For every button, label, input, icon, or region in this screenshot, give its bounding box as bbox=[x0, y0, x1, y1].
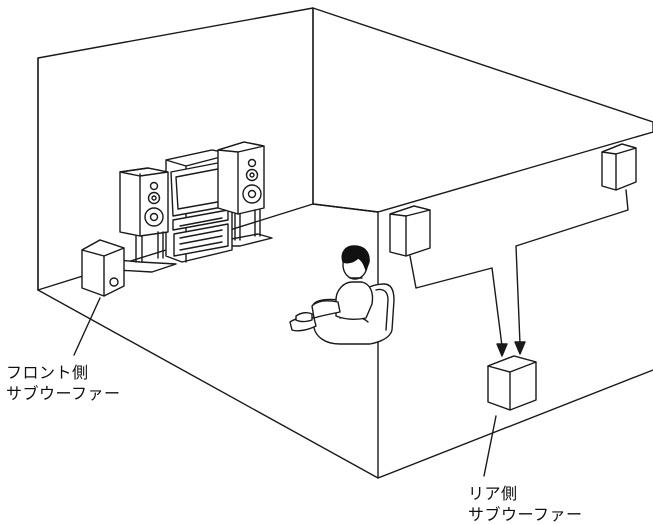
listener-hair bbox=[341, 245, 370, 271]
front-subwoofer bbox=[73, 239, 125, 356]
left-speaker-floor-plate bbox=[115, 259, 177, 273]
right-main-speaker bbox=[217, 141, 265, 241]
av-system bbox=[115, 141, 273, 273]
front-subwoofer-label-line2: サブウーファー bbox=[6, 384, 121, 403]
right-speaker-floor-plate bbox=[225, 233, 273, 247]
arrow-head-2 bbox=[514, 341, 526, 355]
front-subwoofer-label-line1: フロント側 bbox=[6, 363, 89, 382]
rear-surround-speaker-left bbox=[389, 205, 431, 257]
front-subwoofer-leader-line bbox=[73, 297, 101, 356]
rear-subwoofer-leader-line bbox=[483, 415, 497, 477]
left-main-speaker bbox=[119, 167, 169, 263]
rear-surround-speaker-right bbox=[601, 143, 637, 191]
rear-subwoofer-label-line1: リア側 bbox=[468, 484, 518, 503]
right-wall bbox=[312, 7, 653, 213]
wire-from-far-speaker bbox=[515, 189, 629, 345]
rear-subwoofer bbox=[483, 355, 537, 477]
room-outline bbox=[37, 7, 653, 479]
listener bbox=[289, 245, 395, 345]
rear-subwoofer-label: リア側 サブウーファー bbox=[468, 483, 583, 525]
arrow-head-1 bbox=[496, 343, 508, 357]
wire-from-near-speaker bbox=[409, 255, 503, 347]
front-subwoofer-label: フロント側 サブウーファー bbox=[6, 362, 121, 404]
rear-subwoofer-label-line2: サブウーファー bbox=[468, 505, 583, 524]
wiring bbox=[409, 189, 629, 357]
floor-back-edge bbox=[312, 203, 379, 213]
